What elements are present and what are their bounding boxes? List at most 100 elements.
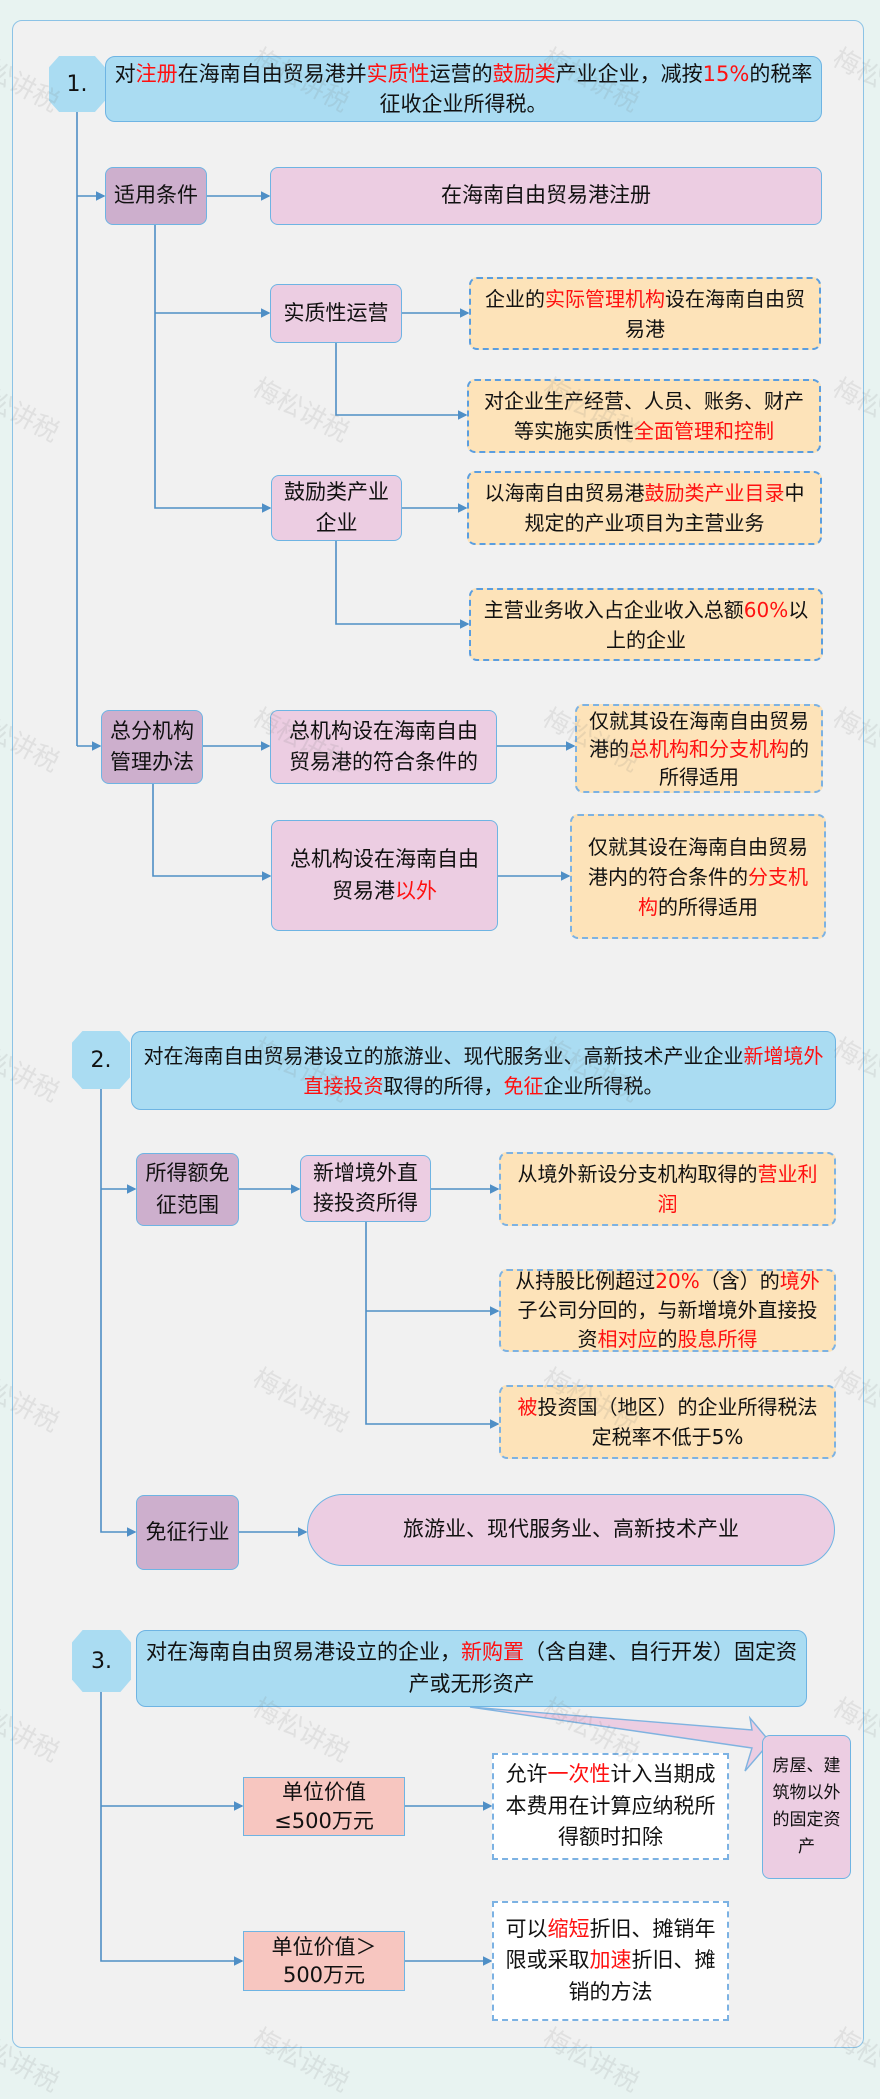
box-text: 对注册在海南自由贸易港并实质性运营的鼓励类产业企业，减按15%的税率征收企业所得… (114, 59, 813, 120)
box-text: 适用条件 (114, 180, 198, 212)
box-text: 对在海南自由贸易港设立的旅游业、现代服务业、高新技术产业企业新增境外直接投资取得… (140, 1041, 827, 1101)
connector (335, 343, 468, 420)
hq-outside-hainan: 总机构设在海南自由贸易港以外 (271, 820, 498, 931)
text-segment: 对企业生产经营、人员、账务、财产等实施实质性 (484, 389, 804, 443)
branch-management-label: 总分机构管理办法 (101, 710, 203, 784)
box-text: 主营业务收入占企业收入总额60%以上的企业 (479, 595, 813, 655)
section3-header: 对在海南自由贸易港设立的企业，新购置（含自建、自行开发）固定资产或无形资产 (136, 1630, 807, 1707)
text-segment: 的税率征收企业所得税。 (379, 61, 813, 116)
text-segment: 折旧、摊销年限或采取 (505, 1916, 716, 1973)
highlight-text: 鼓励类 (492, 61, 556, 86)
highlight-text: 总机构和分支机构 (629, 736, 789, 761)
encouraged-criterion-2: 主营业务收入占企业收入总额60%以上的企业 (469, 588, 823, 661)
box-text: 总机构设在海南自由贸易港的符合条件的 (279, 716, 488, 779)
box-text: 单位价值＞500万元 (270, 1933, 378, 1990)
highlight-text: 被 (517, 1395, 538, 1419)
connector (335, 541, 470, 629)
highlight-text: 股息所得 (677, 1327, 758, 1351)
connector (365, 1222, 500, 1429)
highlight-text: 注册 (135, 61, 178, 86)
highlight-text: 以外 (395, 878, 437, 903)
text-segment: 可以 (505, 1916, 548, 1941)
text-segment: 适用条件 (114, 183, 198, 208)
highlight-text: 20% (655, 1269, 700, 1293)
encouraged-industry: 鼓励类产业企业 (271, 475, 402, 541)
new-overseas-investment: 新增境外直接投资所得 (300, 1155, 431, 1222)
text-segment: 设在海南自由贸易港 (625, 286, 805, 341)
text-segment: 允许 (505, 1762, 548, 1787)
exempt-scope-label: 所得额免征范围 (136, 1153, 239, 1226)
text-segment: 以上的企业 (606, 597, 809, 652)
highlight-text: 新增境外直接投资 (303, 1043, 824, 1098)
text-segment: 产业企业，减按 (555, 61, 703, 86)
highlight-text: 实质性 (366, 61, 430, 86)
text-segment: 运营的 (429, 61, 493, 86)
highlight-text: 15% (702, 61, 750, 86)
hq-in-hainan: 总机构设在海南自由贸易港的符合条件的 (270, 710, 497, 784)
text-segment: 的 (657, 1327, 678, 1351)
highlight-text: 实际管理机构 (545, 286, 665, 311)
text-segment: 的所得适用 (659, 736, 809, 789)
exempt-industry-label: 免征行业 (136, 1495, 239, 1570)
text-segment: 仅就其设在海南自由贸易港的 (589, 708, 809, 761)
section1-number: 1. (49, 56, 105, 112)
section2-header: 对在海南自由贸易港设立的旅游业、现代服务业、高新技术产业企业新增境外直接投资取得… (131, 1031, 836, 1110)
section1-header: 对注册在海南自由贸易港并实质性运营的鼓励类产业企业，减按15%的税率征收企业所得… (105, 56, 822, 122)
box-text: 总分机构管理办法 (110, 716, 194, 779)
box-text: 对在海南自由贸易港设立的企业，新购置（含自建、自行开发）固定资产或无形资产 (145, 1637, 798, 1700)
highlight-text: 分支机构 (638, 864, 808, 919)
exempt-industries: 旅游业、现代服务业、高新技术产业 (307, 1494, 835, 1566)
text-segment: 从持股比例超过 (515, 1269, 656, 1293)
text-segment: 旅游业、现代服务业、高新技术产业 (403, 1517, 739, 1542)
text-segment: 对在海南自由贸易港设立的旅游业、现代服务业、高新技术产业企业 (143, 1043, 744, 1068)
highlight-text: 缩短 (547, 1916, 590, 1941)
highlight-text: 新购置 (461, 1640, 524, 1664)
text-segment: 折旧、摊销的方法 (568, 1948, 716, 2004)
box-text: 仅就其设在海南自由贸易港的总机构和分支机构的所得适用 (585, 707, 813, 791)
substantive-criterion-2: 对企业生产经营、人员、账务、财产等实施实质性全面管理和控制 (467, 379, 821, 453)
connector (100, 1692, 244, 1966)
text-segment: 单位价值≤500万元 (274, 1780, 374, 1833)
low-value-result: 允许一次性计入当期成本费用在计算应纳税所得额时扣除 (492, 1753, 729, 1860)
text-segment: 总分机构管理办法 (110, 718, 194, 775)
substantive-criterion-1: 企业的实际管理机构设在海南自由贸易港 (469, 277, 821, 350)
box-text: 可以缩短折旧、摊销年限或采取加速折旧、摊销的方法 (502, 1914, 719, 2009)
box-text: 仅就其设在海南自由贸易港内的符合条件的分支机构的所得适用 (580, 832, 816, 922)
box-text: 免征行业 (146, 1517, 230, 1549)
connector (152, 784, 272, 881)
highlight-text: 鼓励类产业目录 (644, 481, 785, 505)
exempt-scope-1: 从境外新设分支机构取得的营业利润 (499, 1152, 836, 1226)
box-text: 总机构设在海南自由贸易港以外 (280, 844, 489, 907)
text-segment: （含）的 (699, 1269, 780, 1293)
box-text: 房屋、建筑物以外的固定资产 (769, 1753, 844, 1862)
text-segment: 以海南自由贸易港 (484, 481, 645, 505)
box-text: 从持股比例超过20%（含）的境外子公司分回的，与新增境外直接投资相对应的股息所得 (509, 1267, 826, 1354)
box-text: 实质性运营 (284, 298, 389, 330)
text-segment: 实质性运营 (283, 300, 389, 325)
text-segment: 企业所得税。 (543, 1073, 664, 1098)
highlight-text: 免征 (503, 1073, 544, 1098)
text-segment: 中规定的产业项目为主营业务 (524, 481, 805, 535)
box-text: 在海南自由贸易港注册 (441, 180, 651, 212)
box-text: 对企业生产经营、人员、账务、财产等实施实质性全面管理和控制 (477, 386, 811, 446)
box-text: 企业的实际管理机构设在海南自由贸易港 (479, 284, 811, 344)
highlight-text: 相对应 (597, 1327, 658, 1351)
text-segment: 鼓励类产业企业 (284, 479, 389, 536)
box-text: 所得额免征范围 (145, 1158, 230, 1221)
exempt-scope-3: 被投资国（地区）的企业所得税法定税率不低于5% (499, 1385, 836, 1459)
box-text: 新增境外直接投资所得 (309, 1159, 422, 1218)
text-segment: 投资国（地区）的企业所得税法定税率不低于5% (537, 1395, 818, 1449)
highlight-text: 加速 (589, 1948, 632, 1973)
connector (100, 1089, 137, 1537)
text-segment: 房屋、建筑物以外的固定资产 (772, 1755, 841, 1858)
text-segment: 子公司分回的，与新增境外直接投资 (517, 1298, 818, 1351)
box-text: 单位价值≤500万元 (270, 1778, 378, 1835)
substantive-operation: 实质性运营 (270, 284, 402, 343)
high-value-result: 可以缩短折旧、摊销年限或采取加速折旧、摊销的方法 (492, 1901, 729, 2021)
box-text: 被投资国（地区）的企业所得税法定税率不低于5% (509, 1392, 826, 1452)
applicable-conditions-label: 适用条件 (105, 167, 207, 225)
box-text: 允许一次性计入当期成本费用在计算应纳税所得额时扣除 (502, 1759, 719, 1854)
hq-in-hainan-result: 仅就其设在海南自由贸易港的总机构和分支机构的所得适用 (575, 704, 823, 793)
highlight-text: 营业利润 (657, 1162, 818, 1216)
encouraged-criterion-1: 以海南自由贸易港鼓励类产业目录中规定的产业项目为主营业务 (467, 471, 822, 545)
